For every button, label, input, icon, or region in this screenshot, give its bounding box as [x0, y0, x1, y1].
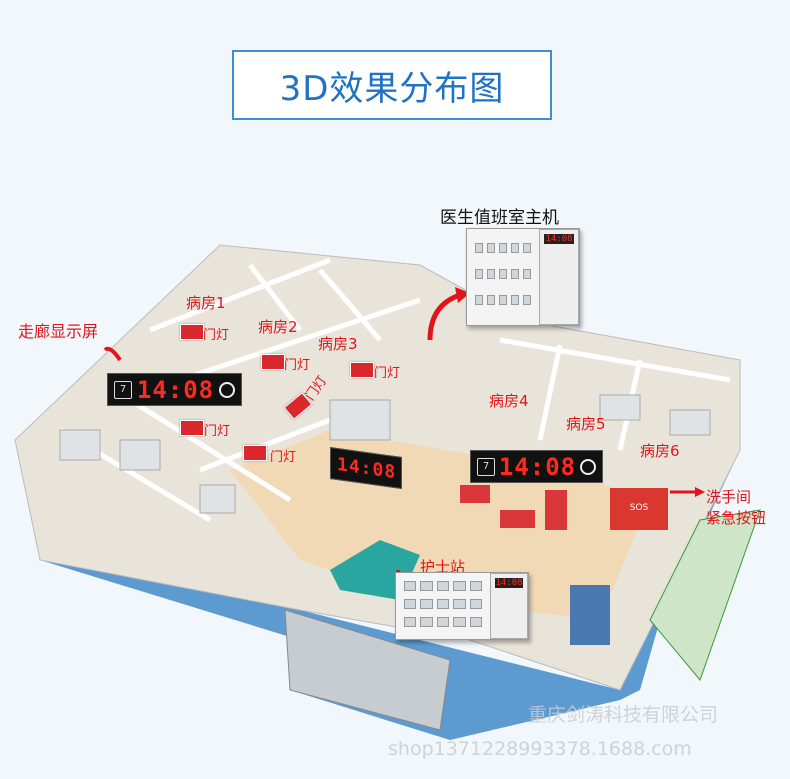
label-door-light: 门灯 [284, 358, 311, 373]
lounge-sofas [460, 485, 567, 530]
door-light-icon [180, 420, 204, 436]
label-door-light: 门灯 [270, 450, 297, 465]
arrow-corridor [103, 346, 122, 362]
no-smoking-icon [580, 458, 596, 475]
label-ward-4: 病房4 [489, 392, 529, 410]
entrance-block [284, 609, 451, 731]
watermark-url: shop1371228993378.1688.com [388, 738, 692, 760]
doctor-host-device: 14:08 [466, 228, 580, 326]
ward-beds [59, 394, 711, 514]
label-ward-5: 病房5 [566, 415, 606, 433]
sos-button-panel: SOS [610, 488, 668, 530]
label-doctor-host: 医生值班室主机 [440, 208, 559, 228]
label-emergency-button: 紧急按钮 [706, 509, 767, 527]
corridor-display-3: 7 14:08 [470, 450, 603, 483]
stairs [649, 509, 761, 681]
label-ward-3: 病房3 [318, 335, 358, 353]
title-box: 3D效果分布图 [232, 50, 552, 120]
nurse-station-host: 14:08 [395, 572, 529, 640]
nurse-icon: 7 [477, 457, 495, 476]
meeting-table [570, 585, 610, 645]
door-light-icon [243, 445, 267, 461]
nurse-host-screen: 14:08 [495, 578, 523, 588]
label-door-light: 门灯 [204, 424, 231, 439]
corridor-display-1: 7 14:08 [107, 373, 242, 406]
label-door-light: 门灯 [374, 366, 401, 381]
label-nurse-station: 护士站 [420, 558, 466, 576]
label-corridor-display: 走廊显示屏 [18, 322, 99, 341]
arrow-doctor-host [427, 292, 461, 341]
label-ward-6: 病房6 [640, 442, 680, 460]
door-light-icon [261, 354, 285, 370]
watermark-company: 重庆剑涛科技有限公司 [528, 704, 719, 726]
door-light-icon [350, 362, 374, 378]
label-washroom: 洗手间 [706, 488, 752, 506]
label-door-light: 门灯 [203, 328, 230, 343]
no-smoking-icon [219, 381, 235, 398]
page-title: 3D效果分布图 [279, 68, 505, 109]
door-light-icon [180, 324, 204, 340]
host-screen: 14:08 [544, 234, 574, 244]
label-ward-1: 病房1 [186, 294, 226, 312]
label-ward-2: 病房2 [258, 318, 298, 336]
nurse-icon: 7 [114, 380, 132, 399]
